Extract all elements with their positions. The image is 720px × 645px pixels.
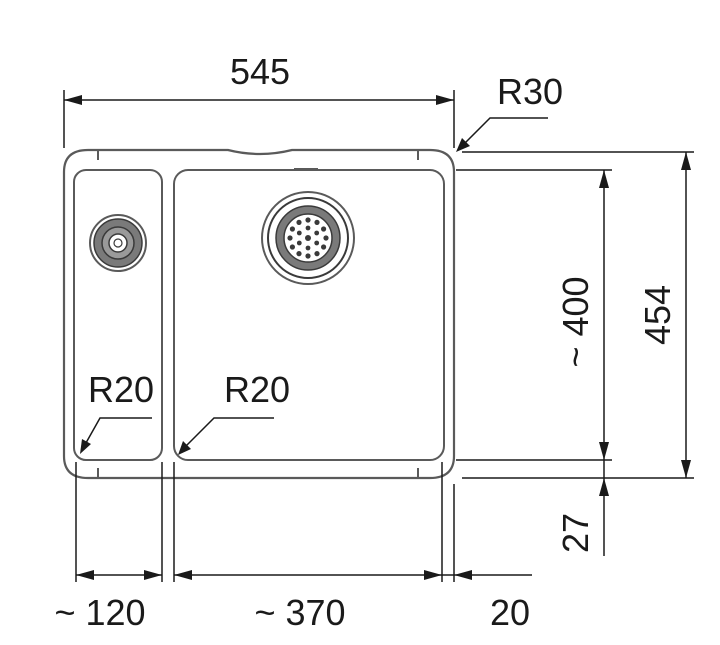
rim-height-label: 27: [555, 513, 596, 553]
dimension-overall-depth: 454: [462, 151, 694, 479]
dimension-small-bowl-width: ~ 120: [54, 462, 163, 633]
dimension-large-bowl-radius: R20: [178, 369, 290, 455]
small-bowl-radius-label: R20: [88, 369, 154, 410]
rim-width-label: 20: [490, 592, 530, 633]
dimension-overall-width: 545: [63, 51, 455, 148]
large-bowl: [173, 169, 445, 461]
large-bowl-radius-label: R20: [224, 369, 290, 410]
dimension-bowl-depth: ~ 400: [456, 169, 612, 461]
large-bowl-width-label: ~ 370: [254, 592, 345, 633]
large-drain-icon: [261, 191, 355, 285]
small-bowl-width-label: ~ 120: [54, 592, 145, 633]
dimension-rim-height: 27: [555, 460, 609, 556]
dimension-small-bowl-radius: R20: [80, 369, 154, 454]
small-bowl: [73, 169, 163, 461]
outer-radius-label: R30: [497, 71, 563, 112]
dimension-large-bowl-width: ~ 370: [173, 462, 443, 633]
dimension-rim-width: 20: [442, 484, 532, 633]
dimension-outer-radius: R30: [456, 71, 563, 152]
overall-width-label: 545: [230, 51, 290, 92]
sink-outline: [62, 148, 456, 480]
bowl-depth-label: ~ 400: [555, 276, 596, 367]
overall-depth-label: 454: [637, 285, 678, 345]
small-drain-icon: [89, 214, 147, 272]
